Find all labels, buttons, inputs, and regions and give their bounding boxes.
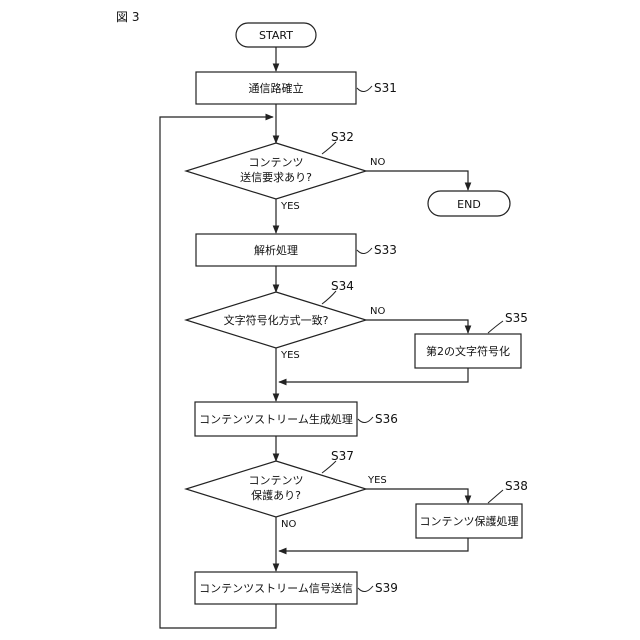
decision-s34: 文字符号化方式一致? bbox=[186, 292, 366, 348]
edge-s38-merge bbox=[279, 538, 468, 551]
process-s31: 通信路確立 bbox=[196, 72, 356, 104]
s34-yes-label: YES bbox=[280, 350, 300, 361]
s32-no-label: NO bbox=[370, 157, 385, 168]
process-s38: コンテンツ保護処理 bbox=[416, 504, 522, 538]
s32-label-line-1: コンテンツ bbox=[249, 156, 304, 169]
s37-step-label: S37 bbox=[331, 449, 354, 463]
s35-label: 第2の文字符号化 bbox=[426, 344, 510, 358]
s38-label: コンテンツ保護処理 bbox=[420, 514, 519, 528]
s31-label: 通信路確立 bbox=[249, 81, 304, 95]
s32-label-line-2: 送信要求あり? bbox=[240, 170, 312, 184]
s32-yes-label: YES bbox=[280, 201, 300, 212]
decision-s32: コンテンツ 送信要求あり? bbox=[186, 143, 366, 199]
s31-step-label: S31 bbox=[374, 81, 397, 95]
s31-leader bbox=[357, 86, 372, 92]
edge-s35-merge bbox=[279, 368, 468, 382]
s33-label: 解析処理 bbox=[254, 243, 298, 257]
edge-s32-no-end bbox=[366, 171, 468, 190]
s37-label-line-1: コンテンツ bbox=[249, 474, 304, 487]
s33-step-label: S33 bbox=[374, 243, 397, 257]
edge-s34-no-s35 bbox=[366, 320, 468, 333]
s39-step-label: S39 bbox=[375, 581, 398, 595]
s37-no-label: NO bbox=[281, 519, 296, 530]
s37-yes-label: YES bbox=[367, 475, 387, 486]
start-terminal: START bbox=[236, 23, 316, 47]
end-terminal: END bbox=[428, 191, 510, 216]
s34-step-label: S34 bbox=[331, 279, 354, 293]
s38-leader bbox=[488, 490, 503, 503]
process-s33: 解析処理 bbox=[196, 234, 356, 266]
end-label: END bbox=[457, 198, 481, 211]
s32-step-label: S32 bbox=[331, 130, 354, 144]
process-s39: コンテンツストリーム信号送信 bbox=[195, 572, 357, 604]
edge-s37-yes-s38 bbox=[366, 489, 468, 503]
s35-leader bbox=[488, 321, 503, 333]
process-s36: コンテンツストリーム生成処理 bbox=[195, 402, 357, 436]
s34-no-label: NO bbox=[370, 306, 385, 317]
s37-label-line-2: 保護あり? bbox=[251, 488, 301, 502]
s38-step-label: S38 bbox=[505, 479, 528, 493]
s36-leader bbox=[358, 417, 373, 423]
s34-label: 文字符号化方式一致? bbox=[224, 313, 329, 327]
decision-s37: コンテンツ 保護あり? bbox=[186, 461, 366, 517]
s36-step-label: S36 bbox=[375, 412, 398, 426]
figure-label: 図 3 bbox=[116, 10, 139, 24]
process-s35: 第2の文字符号化 bbox=[415, 334, 521, 368]
start-label: START bbox=[259, 29, 293, 42]
s39-label: コンテンツストリーム信号送信 bbox=[199, 581, 353, 595]
s36-label: コンテンツストリーム生成処理 bbox=[199, 412, 353, 426]
s39-leader bbox=[358, 586, 373, 592]
s35-step-label: S35 bbox=[505, 311, 528, 325]
s33-leader bbox=[357, 248, 372, 254]
